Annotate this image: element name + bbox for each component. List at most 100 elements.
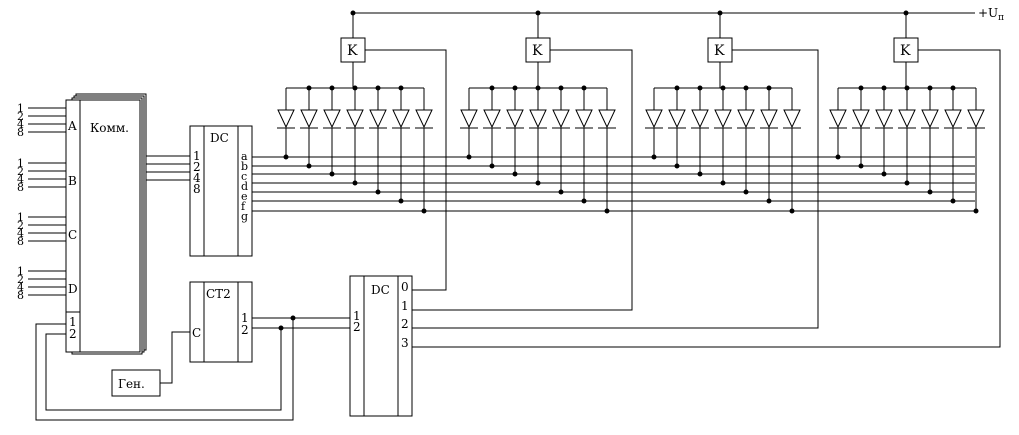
junction-dot <box>421 208 427 214</box>
display-digit: K <box>277 10 447 291</box>
led-diode <box>921 109 939 129</box>
counter-clock-label: C <box>192 326 201 340</box>
comm-weight-label: 2 <box>17 110 24 123</box>
segment-decoder-title: DC <box>210 131 229 145</box>
junction-dot <box>674 163 680 169</box>
comm-group-label: D <box>68 282 78 296</box>
led-diode <box>323 109 341 129</box>
counter-out-2: 2 <box>241 323 249 337</box>
seg-decoder-output-label: f <box>241 200 246 213</box>
led-diode <box>346 109 364 129</box>
junction-dot <box>283 154 289 160</box>
junction-dot <box>927 189 933 195</box>
led-diode <box>714 109 732 129</box>
led-diode <box>691 109 709 129</box>
seg-decoder-input-label: 8 <box>193 182 201 196</box>
generator-label: Ген. <box>118 377 145 391</box>
comm-weight-label: 4 <box>17 227 24 240</box>
junction-dot <box>903 10 909 16</box>
key-control-line <box>365 49 447 291</box>
junction-dot <box>950 198 956 204</box>
counter-block <box>189 281 253 363</box>
digit-decoder-output-label: 2 <box>401 317 409 331</box>
led-diode <box>483 109 501 129</box>
junction-dot <box>398 198 404 204</box>
comm-weight-label: 1 <box>17 211 24 224</box>
display-digit: K <box>412 10 1001 348</box>
led-diode <box>645 109 663 129</box>
seg-decoder-input-label: 1 <box>193 149 201 163</box>
junction-dot <box>651 154 657 160</box>
led-diode <box>737 109 755 129</box>
led-diode <box>277 109 295 129</box>
seg-decoder-output-label: b <box>241 160 248 173</box>
digit-decoder-in-2: 2 <box>353 320 361 334</box>
comm-weight-label: 8 <box>17 181 24 194</box>
junction-dot <box>904 180 910 186</box>
comm-ctrl-2: 2 <box>69 327 77 341</box>
junction-dot <box>835 154 841 160</box>
led-diode <box>967 109 985 129</box>
led-diode <box>506 109 524 129</box>
key-control-line <box>412 49 819 329</box>
junction-dot <box>352 180 358 186</box>
junction-dot <box>717 10 723 16</box>
led-diode <box>898 109 916 129</box>
comm-ctrl-1: 1 <box>69 315 77 329</box>
led-diode <box>944 109 962 129</box>
junction-dot <box>489 163 495 169</box>
comm-to-decoder-bus <box>146 155 190 181</box>
counter-out-1: 1 <box>241 311 249 325</box>
comm-weight-label: 4 <box>17 118 24 131</box>
comm-weight-label: 8 <box>17 289 24 302</box>
comm-weight-label: 2 <box>17 165 24 178</box>
junction-dot <box>697 171 703 177</box>
led-diode <box>460 109 478 129</box>
led-diode <box>760 109 778 129</box>
digit-decoder-output-label: 3 <box>401 336 409 350</box>
counter-title: CT2 <box>206 287 231 301</box>
junction-dot <box>350 10 356 16</box>
key-control-line <box>412 49 633 311</box>
seg-decoder-output-label: c <box>241 170 247 183</box>
seg-decoder-input-label: 4 <box>193 171 201 185</box>
junction-dot <box>973 208 979 214</box>
junction-dot <box>535 10 541 16</box>
led-diode <box>529 109 547 129</box>
commutator-title: Комм. <box>90 121 129 135</box>
led-diode <box>598 109 616 129</box>
comm-group-label: B <box>68 174 77 188</box>
junction-dot <box>789 208 795 214</box>
led-diode <box>875 109 893 129</box>
digit-decoder-output-label: 1 <box>401 299 409 313</box>
seg-decoder-output-label: a <box>241 150 248 163</box>
seg-decoder-output-label: g <box>241 210 248 223</box>
comm-group-label: C <box>68 228 77 242</box>
junction-dot <box>581 198 587 204</box>
led-diode <box>300 109 318 129</box>
generator-block <box>111 369 161 397</box>
seg-decoder-output-label: d <box>241 180 248 193</box>
key-label: K <box>714 43 725 59</box>
commutator-block <box>65 93 147 355</box>
supply-label: +Uп <box>978 6 1004 23</box>
segment-decoder-block <box>189 125 253 257</box>
led-diode <box>668 109 686 129</box>
junction-dot <box>329 171 335 177</box>
led-diode <box>783 109 801 129</box>
key-label: K <box>532 43 543 59</box>
digit-decoder-output-label: 0 <box>401 280 409 294</box>
junction-dot <box>306 163 312 169</box>
junction-dot <box>604 208 610 214</box>
junction-dot <box>558 189 564 195</box>
digit-decoder-title: DC <box>371 283 390 297</box>
digit-decoder-in-1: 1 <box>353 309 361 323</box>
led-diode <box>852 109 870 129</box>
display-digit: K <box>412 10 633 311</box>
comm-weight-label: 8 <box>17 126 24 139</box>
digit-decoder-block <box>349 275 413 417</box>
comm-weight-label: 4 <box>17 173 24 186</box>
junction-dot <box>743 189 749 195</box>
led-diode <box>369 109 387 129</box>
